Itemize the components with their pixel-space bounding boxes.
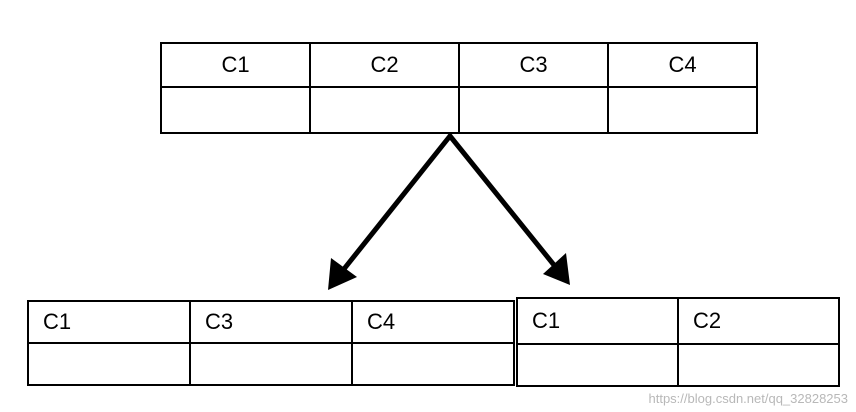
empty-row xyxy=(516,343,840,387)
header-row: C1 C2 xyxy=(516,297,840,345)
empty-cell xyxy=(516,343,679,387)
watermark-text: https://blog.csdn.net/qq_32828253 xyxy=(648,391,849,406)
header-row: C1 C3 C4 xyxy=(27,300,515,344)
empty-cell xyxy=(607,86,758,134)
empty-row xyxy=(27,342,515,386)
left-split-table: C1 C3 C4 xyxy=(27,300,515,386)
column-c1: C1 xyxy=(27,300,191,344)
column-c3: C3 xyxy=(189,300,353,344)
column-c3: C3 xyxy=(458,42,609,88)
header-row: C1 C2 C3 C4 xyxy=(160,42,758,88)
right-split-table: C1 C2 xyxy=(516,297,840,387)
empty-cell xyxy=(27,342,191,386)
empty-cell xyxy=(189,342,353,386)
column-c4: C4 xyxy=(351,300,515,344)
column-c2: C2 xyxy=(309,42,460,88)
empty-cell xyxy=(677,343,840,387)
arrow-left xyxy=(328,133,453,290)
column-c4: C4 xyxy=(607,42,758,88)
empty-cell xyxy=(458,86,609,134)
column-c1: C1 xyxy=(160,42,311,88)
empty-cell xyxy=(309,86,460,134)
empty-cell xyxy=(160,86,311,134)
arrow-right xyxy=(447,133,570,285)
source-table: C1 C2 C3 C4 xyxy=(160,42,758,134)
column-c2: C2 xyxy=(677,297,840,345)
empty-row xyxy=(160,86,758,134)
column-c1: C1 xyxy=(516,297,679,345)
empty-cell xyxy=(351,342,515,386)
